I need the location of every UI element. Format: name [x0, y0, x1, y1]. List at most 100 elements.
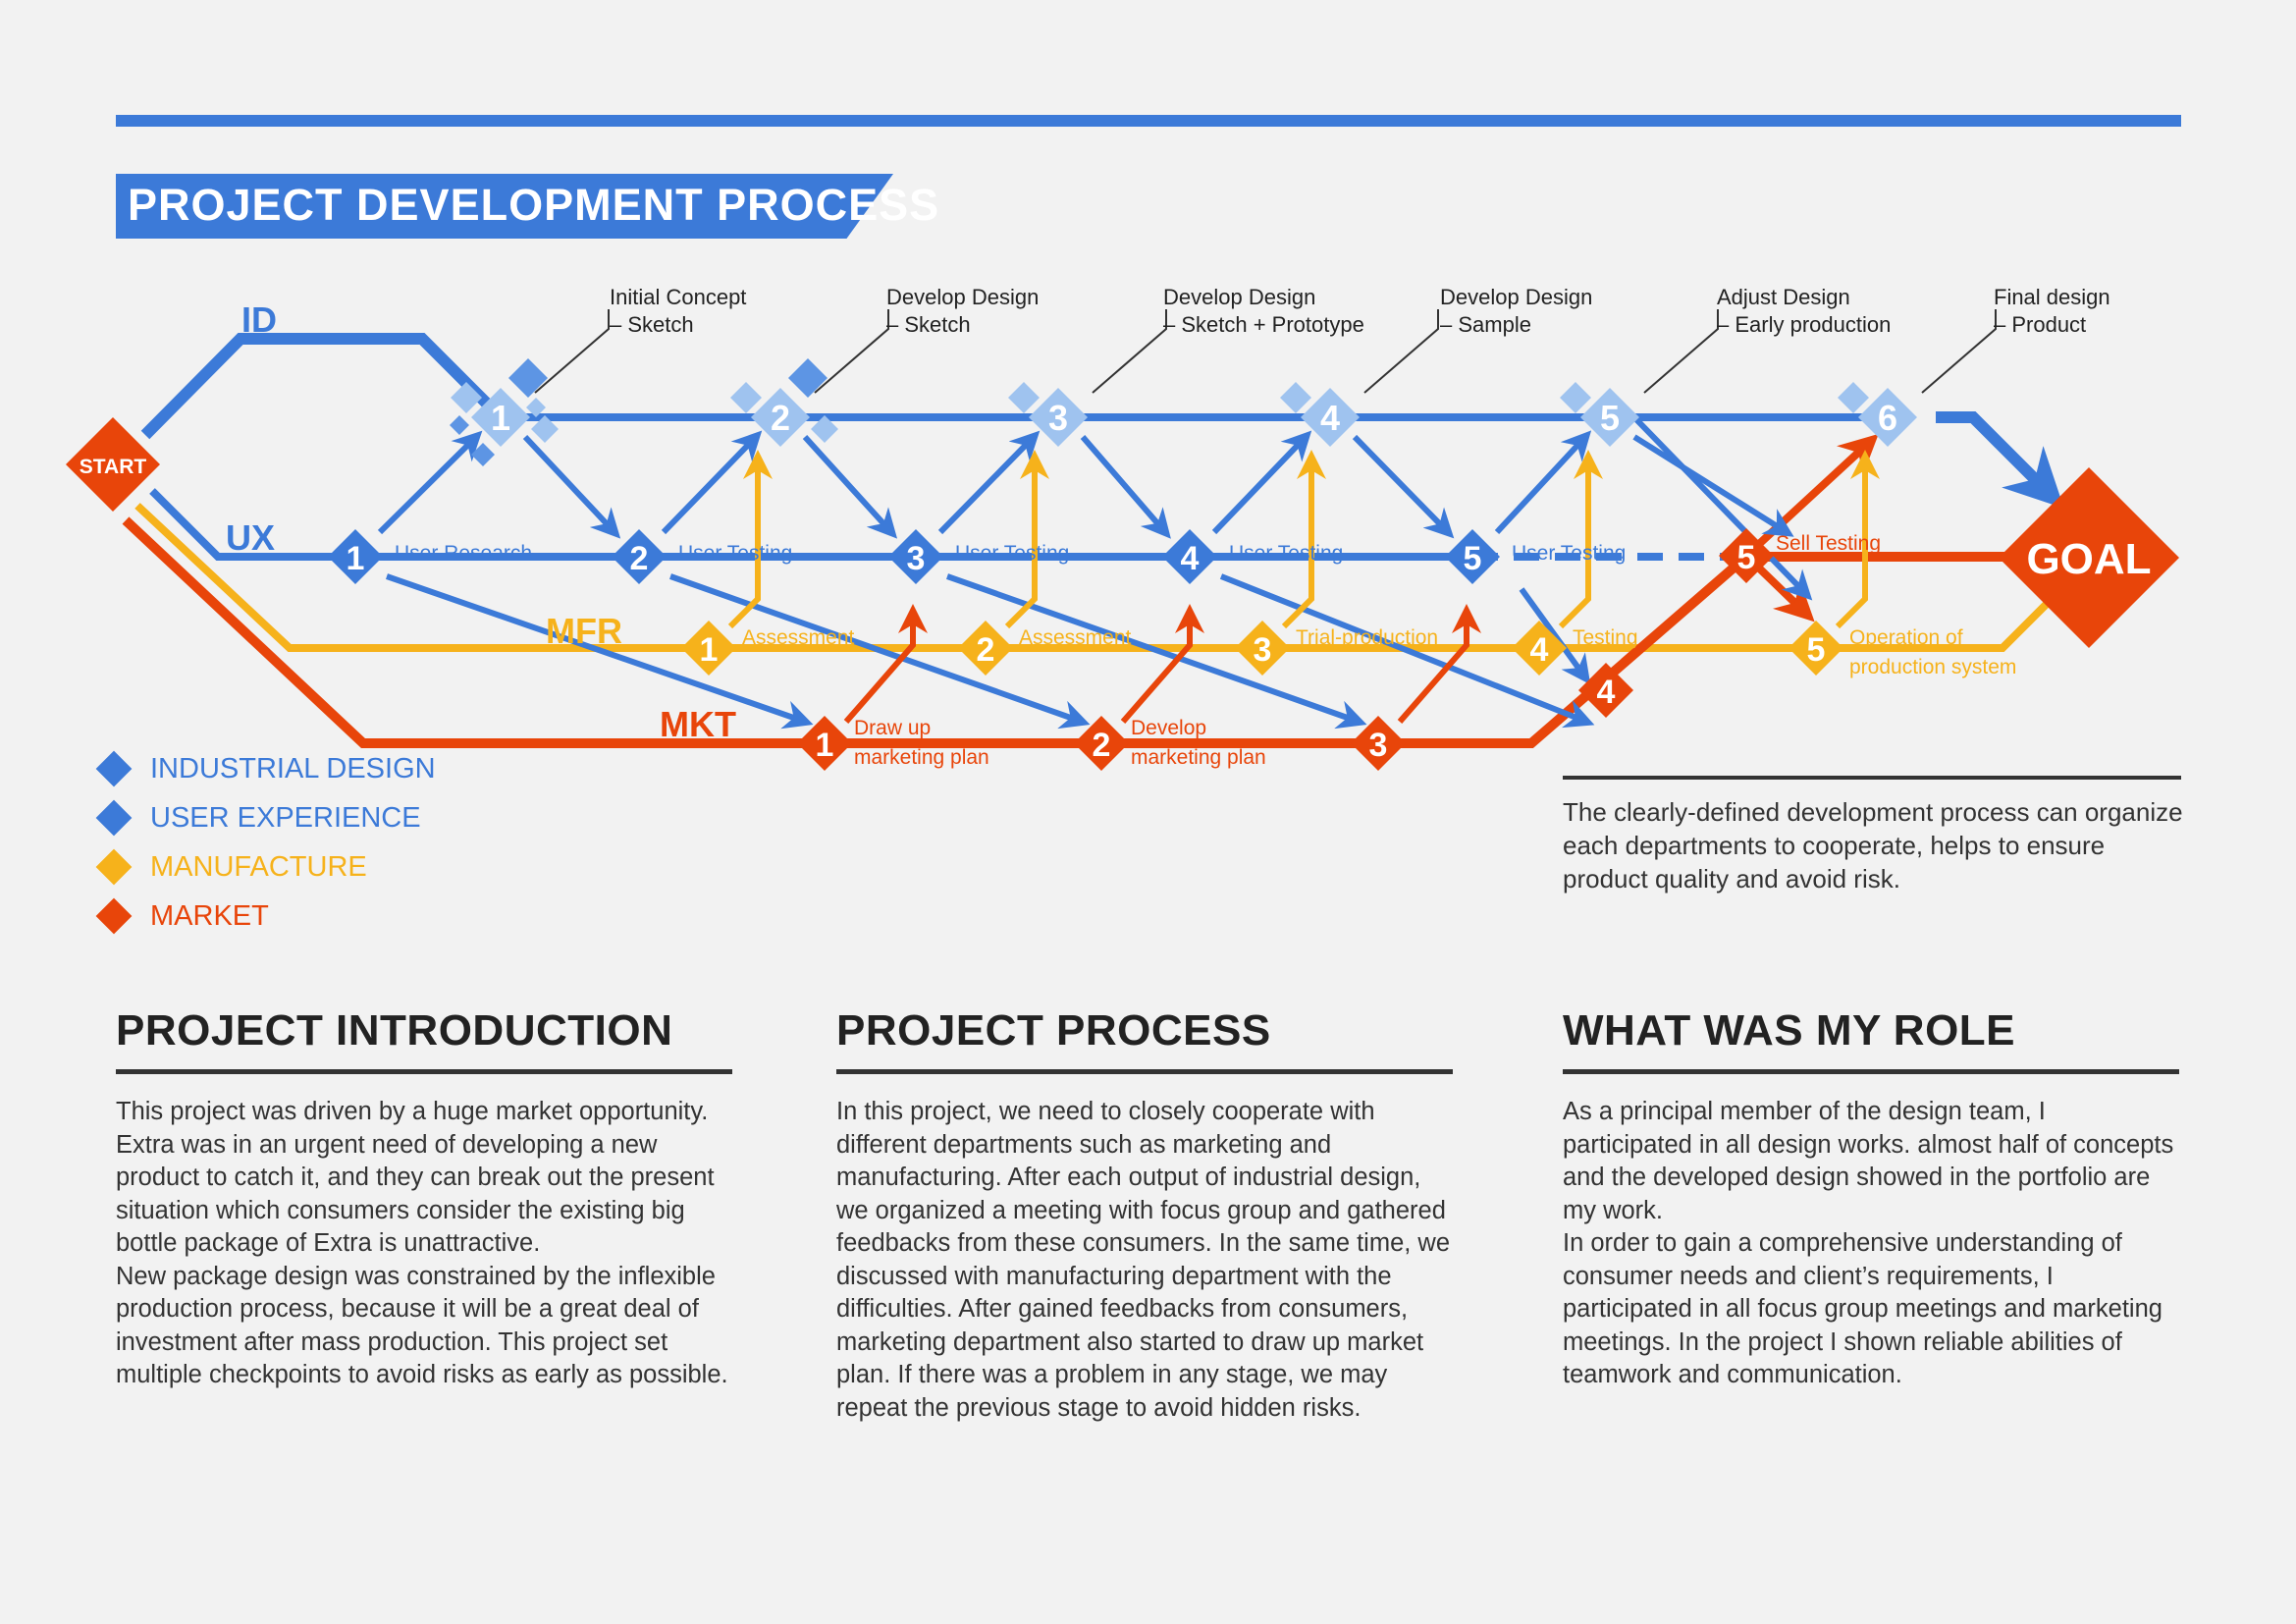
ux-node-1 — [328, 529, 383, 584]
ux-node-number: 3 — [907, 540, 926, 577]
id-node-number: 1 — [491, 398, 510, 438]
mkt-node-5 — [1719, 528, 1774, 583]
ux-node-number: 4 — [1181, 540, 1200, 577]
mfr-to-id-arrow — [1558, 450, 1603, 629]
ux-to-id-arrow — [937, 430, 1041, 535]
section-project-process: PROJECT PROCESS In this project, we need… — [836, 1006, 1453, 1425]
section-my-role: WHAT WAS MY ROLE As a principal member o… — [1563, 1006, 2179, 1392]
mfr-node-label: Assessment — [1019, 626, 1132, 649]
id-node-number: 5 — [1600, 398, 1620, 438]
id-node-5 — [1580, 388, 1639, 447]
mkt-node-2 — [1074, 716, 1129, 771]
id-to-mfr-arrow — [1627, 409, 1813, 601]
ux-node-label: User Testing — [955, 542, 1069, 565]
diamond-icon — [95, 848, 133, 886]
ux-to-id-arrow — [1211, 430, 1312, 535]
ux-node-3 — [888, 529, 943, 584]
ux-lane-path — [149, 488, 1472, 561]
goal-label: GOAL — [2026, 535, 2151, 583]
start-label: START — [80, 456, 147, 478]
id-to-ux-arrow — [1080, 435, 1171, 539]
id-node-1 — [471, 388, 530, 447]
callout-leader — [1921, 309, 1997, 394]
decor-square — [1280, 382, 1311, 413]
mfr-node-2 — [958, 621, 1013, 676]
id-stage-subtitle: – Sample — [1440, 312, 1531, 337]
id-to-ux-arrow — [522, 434, 621, 539]
ux-node-label: User Testing — [1229, 542, 1343, 565]
callout-leader — [1363, 309, 1439, 394]
summary-rule — [1563, 776, 2181, 780]
ux-node-number: 5 — [1464, 540, 1482, 577]
diamond-icon — [95, 799, 133, 837]
decor-square — [811, 415, 838, 443]
mfr-node-number: 3 — [1254, 631, 1272, 669]
decor-square — [788, 358, 828, 398]
ux-to-id-arrow — [661, 430, 763, 535]
id-node-number: 6 — [1878, 398, 1897, 438]
legend-label: MANUFACTURE — [150, 850, 367, 883]
mfr-node-label: Trial-production — [1296, 626, 1438, 649]
mkt-node-3 — [1351, 716, 1406, 771]
mfr-node-5 — [1789, 621, 1843, 676]
lane-label-mfr: MFR — [546, 611, 622, 651]
mfr-node-4 — [1512, 621, 1567, 676]
mfr-to-id-arrow — [1281, 450, 1326, 629]
mfr-node-label-2: production system — [1849, 656, 2016, 678]
id-stage-subtitle: – Sketch — [610, 312, 694, 337]
mkt-lane-path — [122, 516, 2022, 748]
ux-to-mkt-arrow — [1219, 573, 1595, 729]
ux-node-5 — [1445, 529, 1500, 584]
id-stage-subtitle: – Sketch — [886, 312, 971, 337]
callout-leader — [1643, 309, 1719, 394]
ux-node-number: 2 — [630, 540, 649, 577]
mfr-to-id-arrow — [1835, 450, 1880, 629]
id-stage-title: Adjust Design — [1717, 285, 1850, 309]
mfr-to-id-arrow — [1004, 450, 1049, 629]
id-stage-subtitle: – Product — [1994, 312, 2086, 337]
id-stage-subtitle: – Early production — [1717, 312, 1891, 337]
decor-square — [508, 358, 548, 398]
id-to-ux-arrow — [1632, 434, 1794, 537]
id-stage-title: Develop Design — [1440, 285, 1592, 309]
id-stage-title: Develop Design — [886, 285, 1039, 309]
mkt-node-number: 4 — [1597, 674, 1616, 711]
mfr-node-1 — [681, 621, 736, 676]
legend-item-market: MARKET — [95, 892, 436, 941]
legend-label: USER EXPERIENCE — [150, 801, 421, 834]
mkt-node-label-2: marketing plan — [1131, 746, 1266, 769]
section-body: In this project, we need to closely coop… — [836, 1098, 1451, 1422]
mfr-node-3 — [1235, 621, 1290, 676]
ux-to-mkt-arrow — [1519, 587, 1591, 685]
section-project-introduction: PROJECT INTRODUCTION This project was dr… — [116, 1006, 732, 1392]
lane-label-ux: UX — [226, 517, 275, 558]
mfr-node-number: 4 — [1530, 631, 1549, 669]
ux-to-id-arrow — [377, 430, 483, 535]
ux-node-label: User Testing — [678, 542, 792, 565]
mkt-to-mfr-arrow — [1397, 604, 1481, 724]
decor-square — [1008, 382, 1040, 413]
legend: INDUSTRIAL DESIGN USER EXPERIENCE MANUFA… — [95, 744, 436, 941]
id-node-6 — [1858, 388, 1917, 447]
mkt-node-number: 2 — [1093, 727, 1111, 764]
diamond-icon — [95, 897, 133, 935]
decor-square — [526, 398, 546, 417]
mfr-to-id-arrow — [727, 450, 773, 629]
lane-label-id: ID — [241, 299, 277, 340]
id-stage-title: Develop Design — [1163, 285, 1315, 309]
id-node-2 — [751, 388, 810, 447]
mkt-node-label: Develop — [1131, 717, 1206, 739]
mkt-node-number: 5 — [1737, 539, 1756, 576]
mkt-node-label: Draw up — [854, 717, 931, 739]
section-heading: WHAT WAS MY ROLE — [1563, 1006, 2016, 1055]
section-heading: PROJECT PROCESS — [836, 1006, 1271, 1055]
mkt-node-label: Sell Testing — [1776, 532, 1881, 555]
id-node-number: 4 — [1320, 398, 1340, 438]
callout-leader — [534, 309, 610, 394]
id-node-number: 3 — [1048, 398, 1068, 438]
ux-to-id-arrow — [1494, 430, 1592, 535]
id-to-ux-arrow — [1352, 434, 1455, 539]
section-body: This project was driven by a huge market… — [116, 1098, 728, 1388]
mfr-node-number: 5 — [1807, 631, 1826, 669]
